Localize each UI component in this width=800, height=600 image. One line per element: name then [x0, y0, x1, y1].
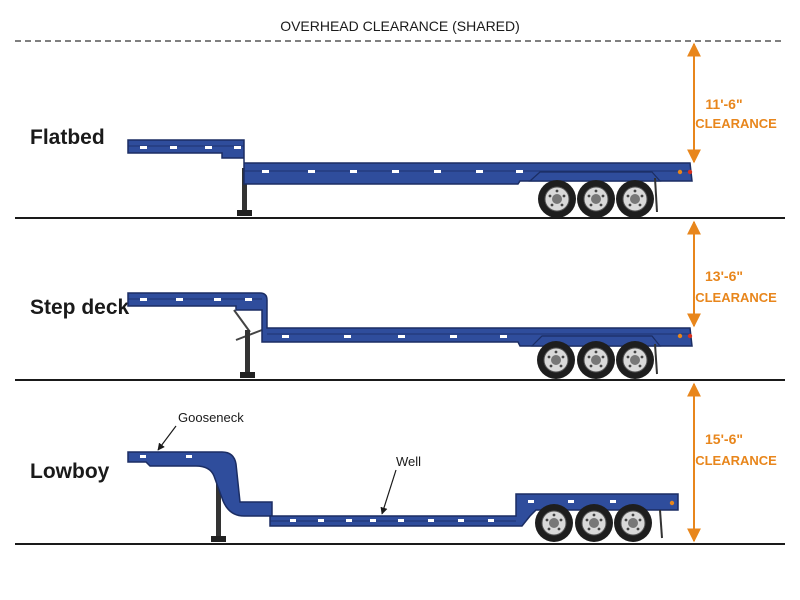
trailer-wheel	[534, 503, 574, 543]
clearance-height-step-deck: 13'-6"	[705, 268, 743, 284]
trailer-wheel	[536, 340, 576, 380]
trailer-label-flatbed: Flatbed	[30, 126, 105, 149]
lowboy-trailer: Lowboy Gooseneck Well 1	[30, 382, 777, 543]
annotation-well-arrow	[380, 469, 397, 515]
annotation-gooseneck-arrow	[157, 425, 177, 451]
step-deck-trailer: Step deck 13'-6" CLEARANCE	[30, 220, 777, 380]
deck-stake-pockets	[140, 298, 507, 338]
trailer-label-lowboy: Lowboy	[30, 460, 110, 483]
trailer-deck	[127, 292, 693, 347]
trailer-wheel	[574, 503, 614, 543]
deck-stake-pockets	[140, 455, 616, 522]
clearance-label-lowboy: CLEARANCE	[695, 453, 777, 468]
trailer-wheel	[537, 179, 577, 219]
clearance-label-step-deck: CLEARANCE	[695, 290, 777, 305]
overhead-clearance-title: OVERHEAD CLEARANCE (SHARED)	[280, 18, 520, 34]
annotation-well: Well	[396, 454, 421, 469]
trailer-gooseneck	[127, 451, 273, 517]
clearance-label-flatbed: CLEARANCE	[695, 116, 777, 131]
landing-gear	[233, 309, 263, 378]
deck-stake-pockets	[140, 146, 523, 173]
annotation-gooseneck: Gooseneck	[178, 410, 244, 425]
trailer-wheel	[615, 179, 655, 219]
trailer-wheel	[576, 179, 616, 219]
trailer-wheel	[615, 340, 655, 380]
clearance-height-flatbed: 11'-6"	[705, 96, 742, 112]
flatbed-trailer: Flatbed 11'-6" CLEARANCE	[30, 42, 777, 219]
trailer-wheel	[613, 503, 653, 543]
trailer-wheel	[576, 340, 616, 380]
clearance-height-lowboy: 15'-6"	[705, 431, 743, 447]
trailer-label-step-deck: Step deck	[30, 296, 130, 319]
